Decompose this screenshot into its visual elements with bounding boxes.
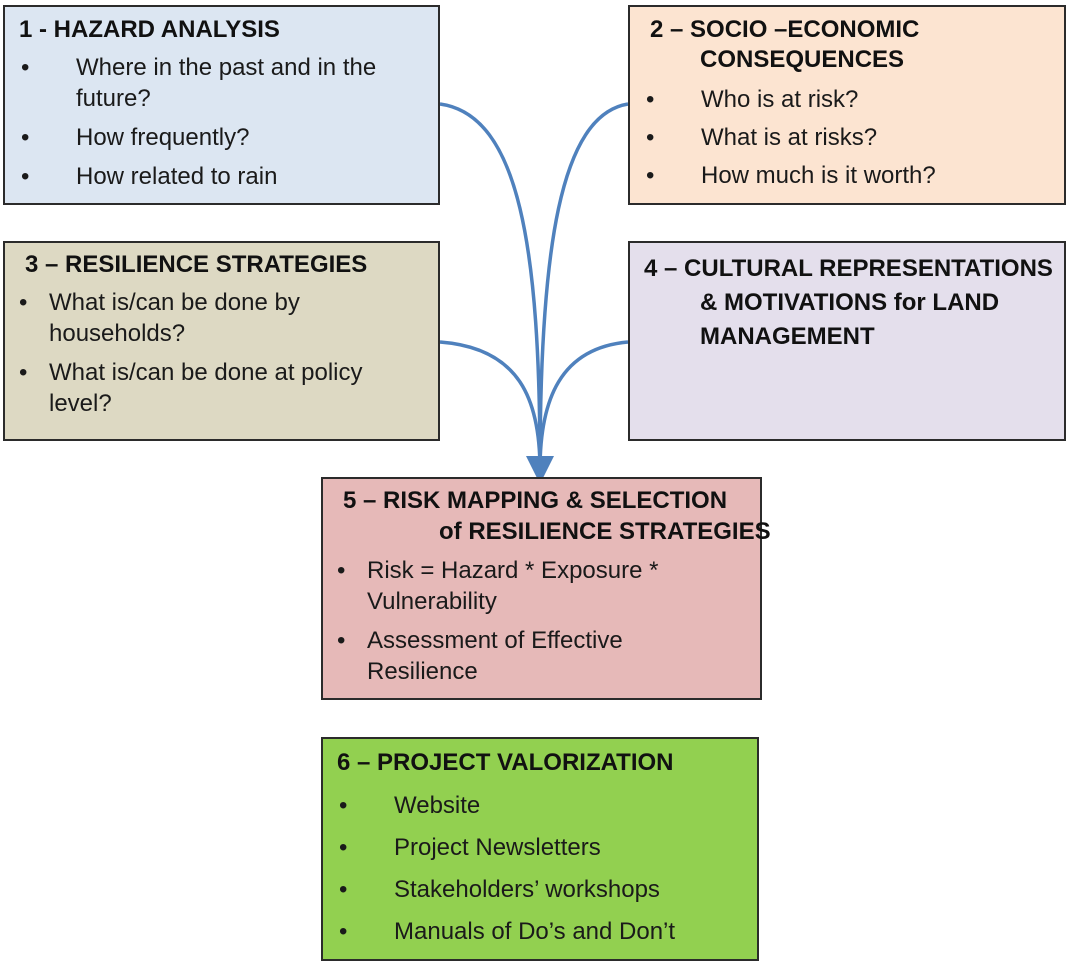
list-item: • Stakeholders’ workshops	[337, 874, 747, 905]
list-item: • Where in the past and in the future?	[19, 52, 429, 114]
list-item: • How frequently?	[19, 122, 429, 153]
project-valorization-list: • Website • Project Newsletters • Stakeh…	[337, 790, 747, 947]
list-item-text: How related to rain	[76, 163, 278, 190]
list-item-text: Who is at risk?	[701, 86, 859, 113]
risk-mapping-title-line2: of RESILIENCE STRATEGIES	[439, 518, 771, 545]
list-item: • Who is at risk?	[644, 84, 1054, 115]
list-item: • Project Newsletters	[337, 832, 747, 863]
bullet-icon: •	[19, 289, 28, 316]
list-item: • What is/can be done at policy level?	[19, 357, 419, 419]
list-item-text: Risk = Hazard * Exposure * Vulnerability	[367, 557, 659, 615]
list-item: • What is at risks?	[644, 122, 1054, 153]
project-valorization-box: 6 – PROJECT VALORIZATION • Website • Pro…	[321, 737, 759, 961]
list-item: • Website	[337, 790, 747, 821]
connector-from-cultural	[526, 340, 629, 484]
connector-from-resilience	[439, 340, 542, 471]
list-item-text: How much is it worth?	[701, 162, 936, 189]
bullet-icon: •	[646, 162, 655, 189]
socio-economic-box: 2 – SOCIO –ECONOMIC CONSEQUENCES • Who i…	[628, 5, 1066, 205]
list-item-text: Stakeholders’ workshops	[394, 876, 660, 903]
bullet-icon: •	[339, 834, 348, 861]
cultural-representations-title-line1: 4 – CULTURAL REPRESENTATIONS	[644, 255, 1053, 282]
list-item-text: Where in the past and in the future?	[76, 54, 377, 112]
socio-economic-title-line2: CONSEQUENCES	[700, 46, 905, 73]
bullet-icon: •	[646, 124, 655, 151]
hazard-analysis-list: • Where in the past and in the future? •…	[19, 52, 429, 192]
connector-from-socio	[538, 102, 629, 471]
list-item-text: What is/can be done by households?	[49, 289, 300, 347]
list-item-text: Website	[394, 792, 481, 819]
list-item-text: What is at risks?	[701, 124, 878, 151]
list-item: • What is/can be done by households?	[19, 287, 419, 349]
risk-mapping-title-line1: 5 – RISK MAPPING & SELECTION	[343, 487, 728, 514]
risk-mapping-list: • Risk = Hazard * Exposure * Vulnerabili…	[337, 555, 697, 687]
bullet-icon: •	[21, 54, 30, 81]
list-item: • Manuals of Do’s and Don’t	[337, 916, 747, 947]
socio-economic-list: • Who is at risk? • What is at risks? • …	[644, 84, 1054, 191]
resilience-strategies-list: • What is/can be done by households? • W…	[19, 287, 419, 419]
list-item-text: What is/can be done at policy level?	[49, 359, 363, 417]
hazard-analysis-title: 1 - HAZARD ANALYSIS	[19, 16, 280, 43]
risk-mapping-box: 5 – RISK MAPPING & SELECTION of RESILIEN…	[321, 477, 771, 700]
bullet-icon: •	[19, 359, 28, 386]
resilience-strategies-box: 3 – RESILIENCE STRATEGIES • What is/can …	[3, 241, 440, 441]
cultural-representations-title-line3: MANAGEMENT	[700, 323, 875, 350]
bullet-icon: •	[337, 557, 346, 584]
list-item: • Risk = Hazard * Exposure * Vulnerabili…	[337, 555, 697, 617]
bullet-icon: •	[339, 876, 348, 903]
list-item-text: Assessment of Effective Resilience	[367, 627, 623, 685]
list-item-text: Project Newsletters	[394, 834, 601, 861]
list-item-text: How frequently?	[76, 124, 250, 151]
bullet-icon: •	[21, 124, 30, 151]
list-item: • How related to rain	[19, 161, 429, 192]
bullet-icon: •	[21, 163, 30, 190]
resilience-strategies-title: 3 – RESILIENCE STRATEGIES	[25, 251, 368, 278]
cultural-representations-title-line2: & MOTIVATIONS for LAND	[700, 289, 1000, 316]
list-item-text: Manuals of Do’s and Don’t	[394, 918, 676, 945]
list-item: • How much is it worth?	[644, 160, 1054, 191]
bullet-icon: •	[646, 86, 655, 113]
socio-economic-title-line1: 2 – SOCIO –ECONOMIC	[650, 16, 920, 43]
project-valorization-title: 6 – PROJECT VALORIZATION	[337, 749, 674, 776]
bullet-icon: •	[339, 792, 348, 819]
bullet-icon: •	[339, 918, 348, 945]
list-item: • Assessment of Effective Resilience	[337, 625, 697, 687]
bullet-icon: •	[337, 627, 346, 654]
cultural-representations-box: 4 – CULTURAL REPRESENTATIONS & MOTIVATIO…	[628, 241, 1066, 441]
connector-from-hazard	[439, 102, 542, 471]
hazard-analysis-box: 1 - HAZARD ANALYSIS • Where in the past …	[3, 5, 440, 205]
